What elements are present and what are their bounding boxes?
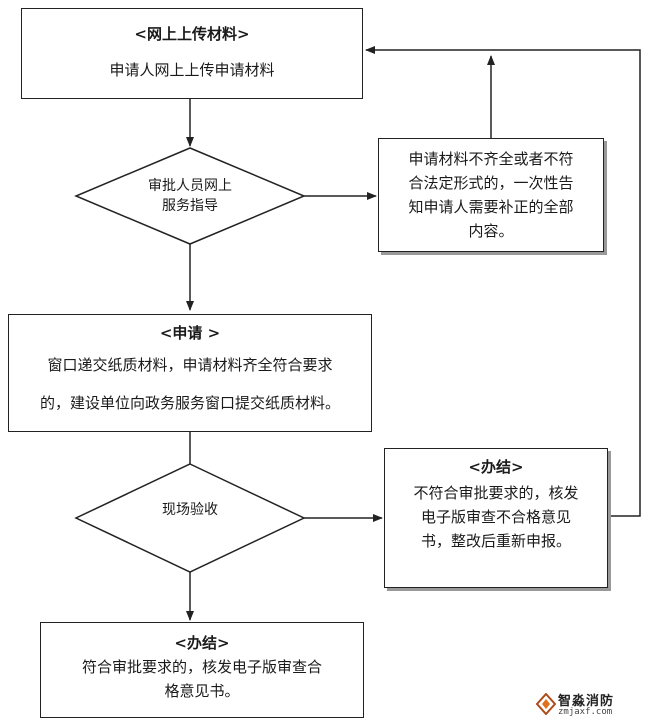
finish-box: <办结> 符合审批要求的，核发电子版审查合 格意见书。 [40,622,364,718]
upload-title: <网上上传材料> [134,25,250,43]
inspect-label: 现场验收 [162,502,218,518]
flame-logo-icon [536,693,556,715]
reject-box: <办结> 不符合审批要求的，核发 电子版审查不合格意见 书，整改后重新申报。 [384,448,608,588]
upload-text: 申请人网上上传申请材料 [109,61,275,79]
incomplete-line3: 知申请人需要补正的全部 [408,198,574,216]
reject-line3: 书，整改后重新申报。 [420,532,571,550]
incomplete-line2: 合法定形式的，一次性告 [408,174,574,192]
incomplete-notice-box: 申请材料不齐全或者不符 合法定形式的，一次性告 知申请人需要补正的全部 内容。 [378,138,604,252]
apply-title: <申请 > [159,324,221,342]
finish-line1: 符合审批要求的，核发电子版审查合 [81,658,322,676]
watermark-logo: 智淼消防 zmjaxf.com [536,690,646,722]
reject-title: <办结> [468,458,524,476]
upload-materials-box: <网上上传材料> 申请人网上上传申请材料 [21,8,363,99]
incomplete-line4: 内容。 [468,222,514,240]
guide-label-line2: 服务指导 [162,198,218,214]
apply-line1: 窗口递交纸质材料，申请材料齐全符合要求 [47,356,333,374]
apply-line2: 的，建设单位向政务服务窗口提交纸质材料。 [39,394,340,412]
guide-label-line1: 审批人员网上 [148,178,232,194]
finish-title: <办结> [174,634,230,652]
apply-box: <申请 > 窗口递交纸质材料，申请材料齐全符合要求 的，建设单位向政务服务窗口提… [8,314,372,432]
watermark-site: zmjaxf.com [558,707,613,717]
reject-line2: 电子版审查不合格意见 [420,508,571,526]
watermark-brand: 智淼消防 [558,694,615,709]
finish-line2: 格意见书。 [164,682,240,700]
reject-line1: 不符合审批要求的，核发 [413,484,579,502]
line-reject-back-to-upload [365,46,641,517]
incomplete-line1: 申请材料不齐全或者不符 [408,150,574,168]
guide-label: 审批人员网上 服务指导 [120,176,260,216]
